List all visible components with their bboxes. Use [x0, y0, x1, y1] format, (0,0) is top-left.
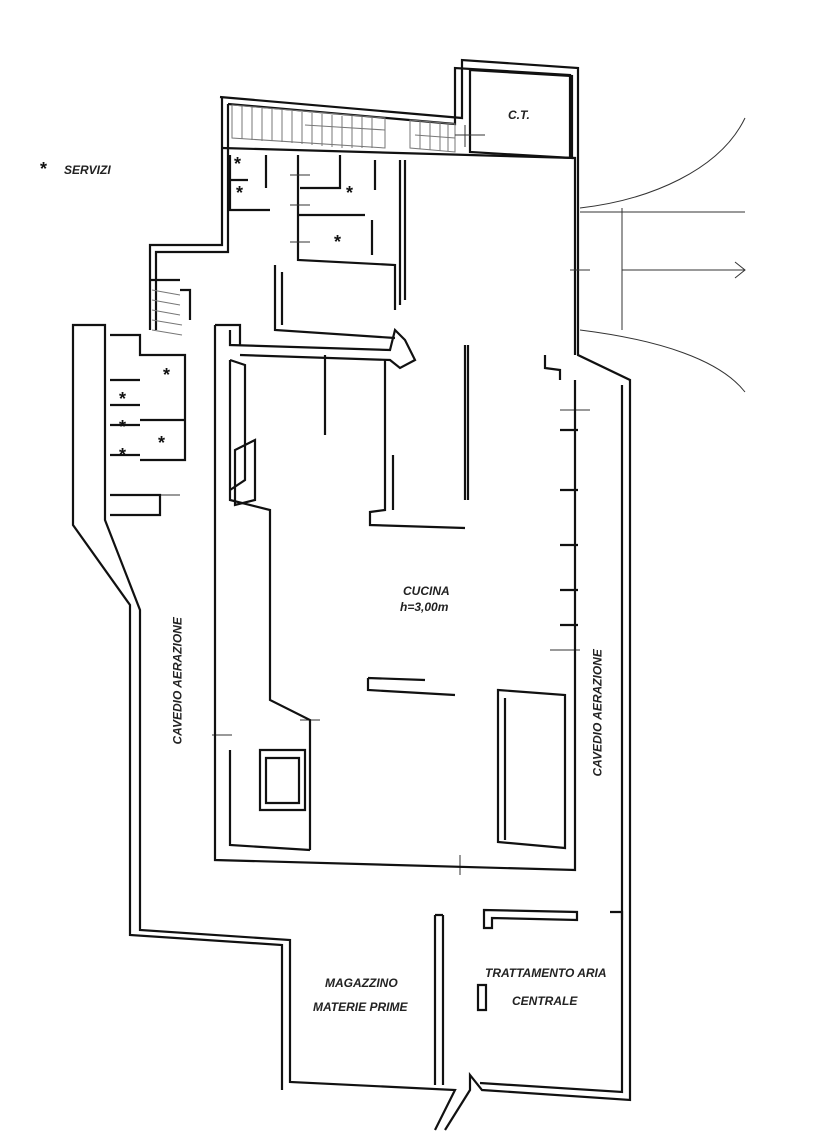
- legend-asterisk: *: [40, 159, 48, 179]
- storage-label-1: MAGAZZINO: [325, 976, 398, 990]
- kitchen-height: h=3,00m: [400, 600, 449, 614]
- ventilation-left-label: CAVEDIO AERAZIONE: [170, 617, 185, 745]
- stairs-left: [151, 289, 183, 336]
- air-treatment-label-1: TRATTAMENTO ARIA: [485, 966, 607, 980]
- service-marker: *: [236, 183, 244, 203]
- ct-label: C.T.: [508, 108, 530, 122]
- service-marker: *: [119, 445, 127, 465]
- air-treatment-label-2: CENTRALE: [512, 994, 578, 1008]
- service-marker: *: [234, 154, 242, 174]
- service-marker: *: [119, 417, 127, 437]
- services-top: [221, 146, 577, 355]
- service-marker: *: [346, 183, 354, 203]
- storage-label-2: MATERIE PRIME: [313, 1000, 408, 1014]
- kitchen-walls: [213, 323, 578, 872]
- air-exhaust-funnel: [579, 117, 746, 393]
- service-marker: *: [158, 433, 166, 453]
- kitchen-name: CUCINA: [403, 584, 450, 598]
- service-marker: *: [119, 389, 127, 409]
- bottom-walls: [433, 908, 624, 1085]
- service-marker: *: [334, 232, 342, 252]
- services-left: [110, 278, 192, 517]
- legend-label: SERVIZI: [64, 163, 111, 177]
- outer-wall: [71, 58, 632, 1131]
- ventilation-right-label: CAVEDIO AERAZIONE: [590, 649, 605, 777]
- service-marker: *: [163, 365, 171, 385]
- stairs-top: [231, 104, 456, 153]
